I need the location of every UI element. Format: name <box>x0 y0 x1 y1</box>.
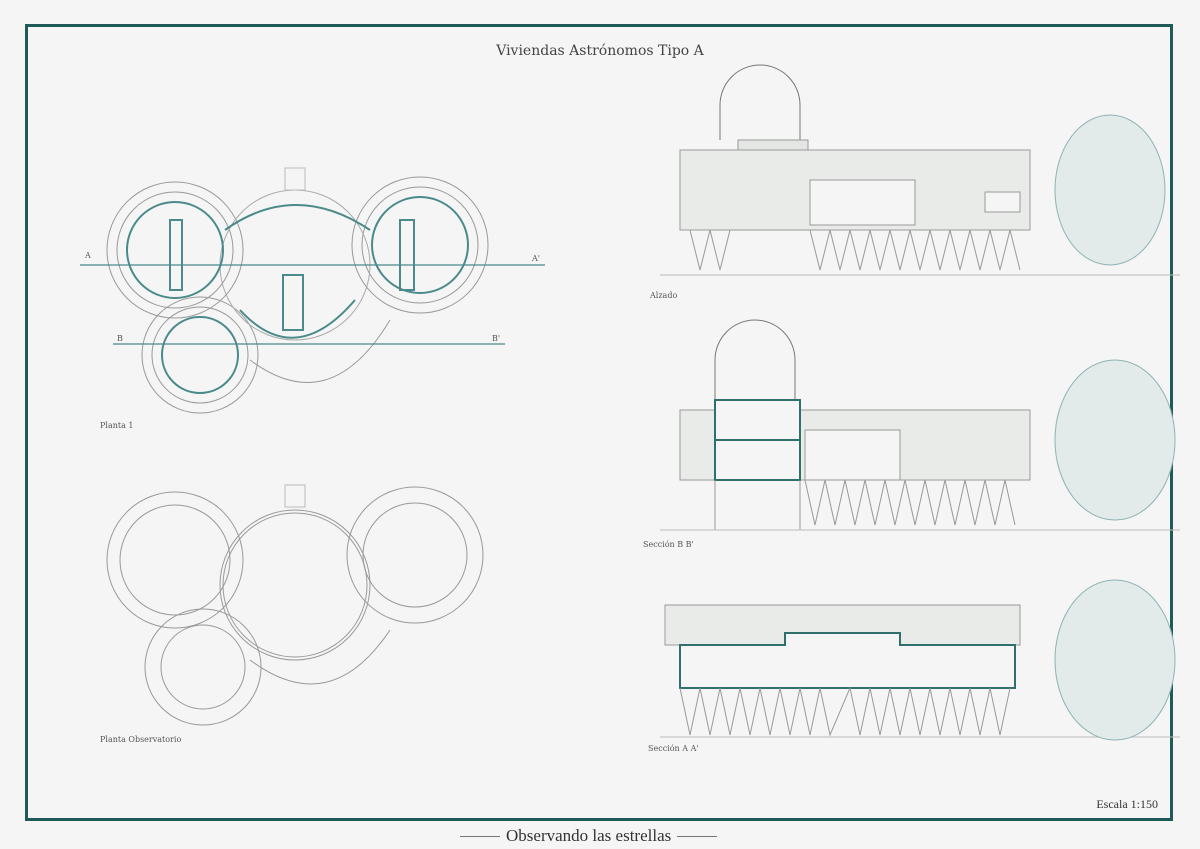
plan-observatory-label: Planta Observatorio <box>100 735 182 744</box>
section-b-drawing <box>660 319 1180 531</box>
trees <box>1054 114 1176 741</box>
section-b-label: Sección B B' <box>643 540 694 549</box>
section-mark-a-end: A' <box>531 254 540 263</box>
section-a-drawing <box>660 604 1180 738</box>
sheet-title: Viviendas Astrónomos Tipo A <box>496 43 704 59</box>
footer-rule-right <box>677 835 718 837</box>
section-a-label: Sección A A' <box>648 744 699 753</box>
section-mark-b-end: B' <box>492 334 500 343</box>
section-mark-a: A <box>84 251 91 260</box>
section-mark-b: B <box>117 334 123 343</box>
plan-1-drawing <box>106 167 489 414</box>
scale-label: Escala 1:150 <box>1096 797 1158 811</box>
footer-title: Observando las estrellas <box>460 826 718 846</box>
plan-observatory-drawing <box>106 484 484 726</box>
plan-1-label: Planta 1 <box>100 421 134 430</box>
footer-rule-left <box>460 835 500 837</box>
footer-title-text: Observando las estrellas <box>506 826 672 845</box>
elevation-label: Alzado <box>650 291 678 300</box>
elevation-drawing <box>660 64 1180 276</box>
